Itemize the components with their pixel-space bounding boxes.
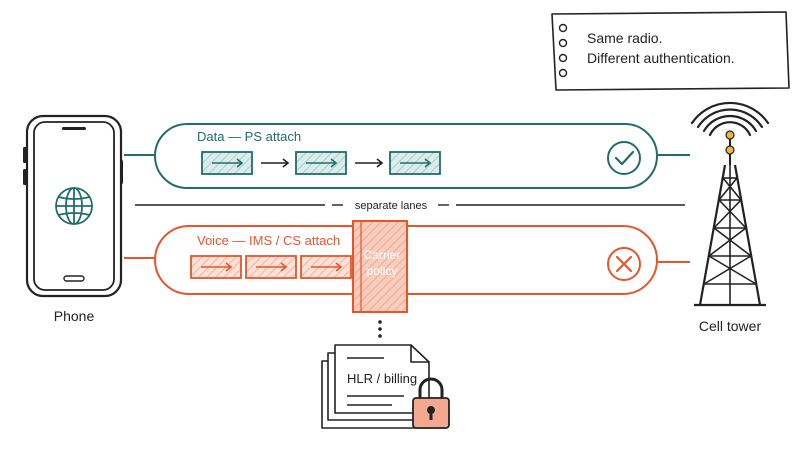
check-circle-icon — [607, 141, 641, 175]
gate-label-line-1: Carrier — [364, 248, 401, 262]
data-lane: Data — PS attach — [154, 123, 658, 189]
phone-label: Phone — [54, 308, 95, 324]
tower-label: Cell tower — [699, 318, 762, 334]
backend-label: HLR / billing — [347, 371, 417, 386]
data-lane-label: Data — PS attach — [197, 129, 301, 144]
tower-connectors — [658, 154, 690, 263]
data-flow-arrow-1 — [261, 158, 290, 168]
x-circle-icon — [607, 247, 641, 281]
voice-packet-1 — [190, 255, 242, 279]
backend-dotted-link — [378, 320, 382, 338]
note-line-2: Different authentication. — [587, 50, 735, 66]
divider-label: separate lanes — [355, 200, 428, 212]
document-stack: HLR / billing — [321, 344, 430, 429]
voice-packet-2 — [245, 255, 297, 279]
voice-packet-3 — [300, 255, 352, 279]
data-packet-1 — [201, 151, 253, 175]
cell-tower-icon — [690, 101, 770, 307]
note-binding-rings — [558, 23, 568, 78]
data-packet-3 — [389, 151, 441, 175]
lane-divider: separate lanes — [135, 200, 685, 212]
globe-icon — [55, 187, 93, 225]
carrier-policy-gate: Carrier policy — [352, 220, 408, 313]
sticky-note: Same radio. Different authentication. — [551, 11, 790, 91]
data-packet-2 — [295, 151, 347, 175]
data-flow-arrow-2 — [355, 158, 384, 168]
gate-label-line-2: policy — [367, 264, 398, 278]
phone-connectors — [124, 154, 155, 259]
padlock-icon — [412, 377, 450, 429]
note-line-1: Same radio. — [587, 30, 662, 46]
phone-device: Phone — [23, 114, 123, 324]
voice-lane-label: Voice — IMS / CS attach — [197, 233, 340, 248]
